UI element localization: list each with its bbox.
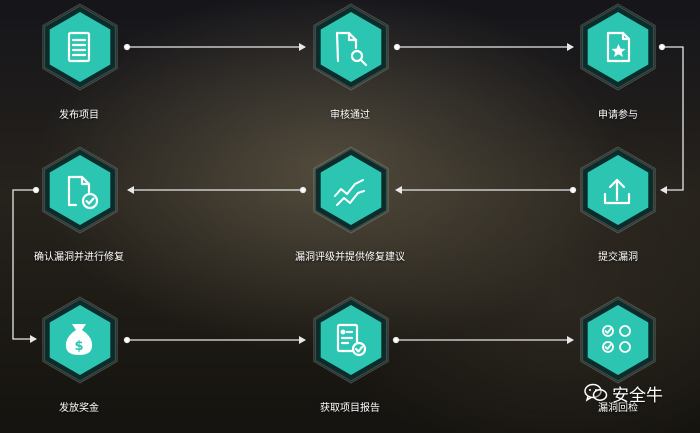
arrow-3-4 [660,46,684,194]
step-4-label: 提交漏洞 [598,252,638,263]
money-bag-icon: $ [65,324,93,355]
document-search-icon [335,31,368,67]
watermark: 安全牛 [584,381,663,406]
checklist-icon [602,325,631,353]
arrow-2-3-dot [393,43,401,51]
step-9-node [580,296,656,384]
step-8-node [313,296,389,384]
report-check-icon [336,323,367,357]
arrow-3-4-dot [658,43,666,51]
arrow-5-6-dot [299,186,307,194]
arrow-6-7 [12,189,37,343]
step-3-label: 申请参与 [598,110,638,121]
arrow-6-7-dot [32,186,40,194]
step-2-label: 审核通过 [330,110,370,121]
step-2-node [313,3,389,91]
step-7-label: 发放奖金 [59,403,99,414]
document-icon [67,31,91,63]
document-check-icon [67,175,99,210]
icons: $ [65,31,631,357]
step-8-label: 获取项目报告 [320,403,380,414]
step-9-label: 漏洞回检 [598,403,638,414]
step-1-label: 发布项目 [59,110,99,121]
arrow-8-9-dot [392,336,400,344]
step-1-node [42,3,118,91]
upload-icon [603,178,631,205]
arrow-4-5-dot [569,186,577,194]
wechat-icon [584,383,608,402]
nodes [42,3,656,384]
trend-chart-icon [334,179,365,206]
svg-text:$: $ [74,339,83,354]
document-star-icon [606,31,631,63]
arrow-1-2-dot [123,43,131,51]
connectors [12,43,684,344]
step-5-label: 漏洞评级并提供修复建议 [295,252,405,263]
arrow-7-8-dot [123,336,131,344]
step-6-node [42,146,118,234]
step-6-label: 确认漏洞并进行修复 [34,252,124,263]
watermark-text: 安全牛 [612,385,663,406]
step-4-node [580,146,656,234]
